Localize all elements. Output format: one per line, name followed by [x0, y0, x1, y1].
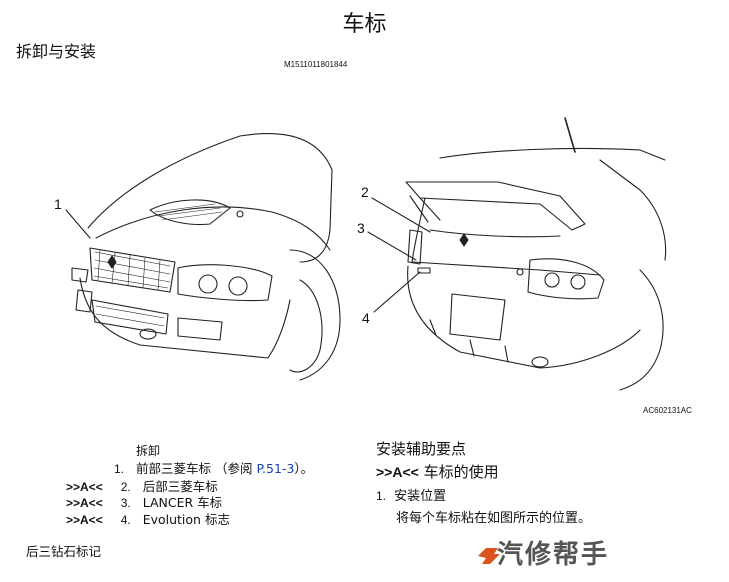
- item-number: 1.: [376, 489, 387, 503]
- document-id: M1511011801844: [284, 60, 348, 69]
- footer-note: 后三钻石标记: [26, 544, 102, 559]
- subheading-arrow: >>A<<: [376, 464, 419, 480]
- removal-step-3: >>A<< 3. LANCER 车标: [66, 492, 222, 511]
- removal-step-4: >>A<< 4. Evolution 标志: [66, 509, 230, 528]
- car-illustration: [65, 117, 667, 391]
- step-text: Evolution 标志: [142, 512, 230, 527]
- figure-code: AC602131AC: [643, 406, 692, 415]
- install-heading: 安装辅助要点: [376, 440, 467, 458]
- rear-tail-light: [527, 258, 605, 300]
- brand-watermark: 汽修帮手: [497, 540, 610, 570]
- removal-step-2: >>A<< 2. 后部三菱车标: [66, 476, 218, 495]
- install-item: 1. 安装位置: [376, 485, 446, 504]
- front-bumper: [79, 277, 291, 359]
- brand-logo-icon: [476, 542, 502, 570]
- page-reference-link[interactable]: P.51-3: [256, 461, 295, 476]
- step-text: 后部三菱车标: [142, 479, 218, 494]
- callout-2: 2: [361, 184, 369, 200]
- rear-emblem-mark: [459, 233, 469, 247]
- front-fender-wheel: [289, 249, 341, 381]
- step-text: 前部三菱车标 （参阅: [136, 461, 253, 476]
- step-arrow: >>A<<: [66, 480, 103, 494]
- callout-4: 4: [362, 310, 370, 326]
- callout-3: 3: [357, 220, 365, 236]
- callout-1: 1: [54, 196, 62, 212]
- front-headlight: [177, 264, 273, 302]
- step-arrow: >>A<<: [66, 496, 103, 510]
- subheading-text: 车标的使用: [423, 463, 499, 481]
- section-title: 拆卸与安装: [16, 42, 97, 61]
- antenna: [564, 117, 576, 153]
- page-title: 车标: [342, 12, 387, 37]
- step-text: LANCER 车标: [142, 495, 223, 510]
- removal-step-1: 1. 前部三菱车标 （参阅 P.51-3）。: [114, 458, 313, 477]
- step-number: 4.: [120, 513, 131, 527]
- front-grille: [89, 247, 176, 293]
- rear-bumper: [407, 265, 641, 369]
- rear-quarter-wheel: [619, 269, 664, 391]
- step-arrow: >>A<<: [66, 513, 103, 527]
- rear-trunk: [429, 229, 561, 238]
- item-text: 安装位置: [394, 489, 447, 504]
- install-description: 将每个车标粘在如图所示的位置。: [396, 511, 592, 526]
- step-suffix: ）。: [294, 461, 314, 476]
- step-number: 2.: [120, 480, 131, 494]
- rear-spoiler: [405, 181, 586, 231]
- front-hood-outline: [87, 133, 333, 263]
- step-number: 3.: [120, 496, 131, 510]
- install-subheading: >>A<< 车标的使用: [376, 461, 499, 482]
- front-emblem-mark: [107, 255, 117, 269]
- step-number: 1.: [114, 462, 125, 476]
- removal-heading: 拆卸: [136, 444, 161, 458]
